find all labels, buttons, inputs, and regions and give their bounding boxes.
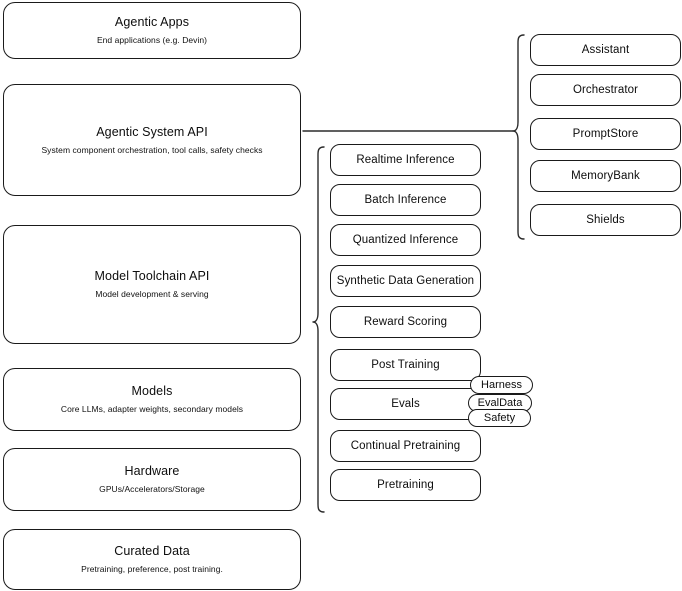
agentic-system-item-label: PromptStore xyxy=(572,127,639,140)
brace-agentic-system-components xyxy=(512,34,525,240)
layer-subtitle: Model development & serving xyxy=(95,289,209,299)
toolchain-item-batch-inference[interactable]: Batch Inference xyxy=(330,184,481,216)
layer-models[interactable]: Models Core LLMs, adapter weights, secon… xyxy=(3,368,301,431)
layer-subtitle: Pretraining, preference, post training. xyxy=(81,564,223,574)
layer-subtitle: End applications (e.g. Devin) xyxy=(96,35,208,45)
layer-model-toolchain-api[interactable]: Model Toolchain API Model development & … xyxy=(3,225,301,344)
toolchain-item-label: Evals xyxy=(391,397,420,410)
layer-subtitle: GPUs/Accelerators/Storage xyxy=(99,484,205,494)
layer-title: Curated Data xyxy=(114,544,190,559)
layer-hardware[interactable]: Hardware GPUs/Accelerators/Storage xyxy=(3,448,301,511)
agentic-system-item-label: Shields xyxy=(586,213,625,226)
toolchain-item-reward-scoring[interactable]: Reward Scoring xyxy=(330,306,481,338)
toolchain-item-pretraining[interactable]: Pretraining xyxy=(330,469,481,501)
evals-pill-label: EvalData xyxy=(477,397,523,409)
agentic-system-item-label: Orchestrator xyxy=(572,83,639,96)
layer-subtitle: Core LLMs, adapter weights, secondary mo… xyxy=(60,404,244,414)
brace-toolchain-items xyxy=(312,146,325,513)
agentic-system-item-label: Assistant xyxy=(581,43,630,56)
layer-title: Agentic System API xyxy=(96,124,208,139)
toolchain-item-label: Realtime Inference xyxy=(356,153,455,166)
toolchain-item-label: Post Training xyxy=(371,358,440,371)
toolchain-item-quantized-inference[interactable]: Quantized Inference xyxy=(330,224,481,256)
evals-pill-label: Safety xyxy=(483,412,516,424)
agentic-system-item-orchestrator[interactable]: Orchestrator xyxy=(530,74,681,106)
toolchain-item-label: Synthetic Data Generation xyxy=(336,274,475,287)
layer-title: Agentic Apps xyxy=(114,15,190,30)
evals-pill-label: Harness xyxy=(481,379,522,391)
agentic-system-item-assistant[interactable]: Assistant xyxy=(530,34,681,66)
toolchain-item-post-training[interactable]: Post Training xyxy=(330,349,481,381)
agentic-system-item-label: MemoryBank xyxy=(571,169,640,182)
toolchain-item-synthetic-data-generation[interactable]: Synthetic Data Generation xyxy=(330,265,481,297)
layer-title: Hardware xyxy=(124,464,180,479)
toolchain-item-label: Pretraining xyxy=(377,478,434,491)
agentic-system-item-promptstore[interactable]: PromptStore xyxy=(530,118,681,150)
agentic-system-item-memorybank[interactable]: MemoryBank xyxy=(530,160,681,192)
layer-agentic-system-api[interactable]: Agentic System API System component orch… xyxy=(3,84,301,196)
layer-subtitle: System component orchestration, tool cal… xyxy=(41,144,263,155)
toolchain-item-continual-pretraining[interactable]: Continual Pretraining xyxy=(330,430,481,462)
toolchain-item-realtime-inference[interactable]: Realtime Inference xyxy=(330,144,481,176)
toolchain-item-label: Quantized Inference xyxy=(352,233,459,246)
layer-agentic-apps[interactable]: Agentic Apps End applications (e.g. Devi… xyxy=(3,2,301,59)
evals-pill-harness[interactable]: Harness xyxy=(470,376,533,394)
evals-pill-safety[interactable]: Safety xyxy=(468,409,531,427)
toolchain-item-label: Batch Inference xyxy=(364,193,447,206)
layer-title: Models xyxy=(131,384,173,399)
layer-title: Model Toolchain API xyxy=(94,269,210,284)
agentic-system-item-shields[interactable]: Shields xyxy=(530,204,681,236)
toolchain-item-label: Reward Scoring xyxy=(363,315,448,328)
toolchain-item-label: Continual Pretraining xyxy=(350,439,461,452)
toolchain-item-evals[interactable]: Evals xyxy=(330,388,481,420)
layer-curated-data[interactable]: Curated Data Pretraining, preference, po… xyxy=(3,529,301,590)
